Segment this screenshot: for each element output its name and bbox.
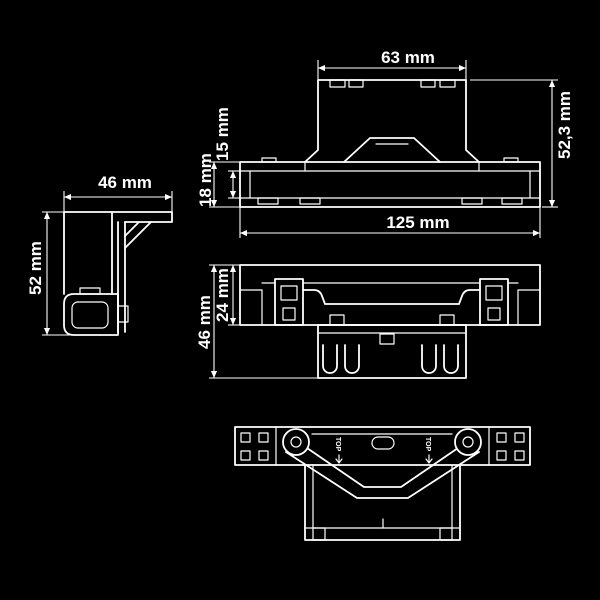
dim-length: 125 mm [239,207,541,238]
front-clip-latch [282,307,296,321]
bottom-frame-hole [496,450,507,461]
side-clip-screw [117,305,129,323]
side-bracket [124,221,152,249]
dim-front-total-depth-label: 46 mm [195,295,214,349]
bottom-lower-body-outline [304,464,461,541]
dim-bridge-width-label: 63 mm [381,48,435,67]
front-clip-window [280,285,298,301]
bottom-frame-hole [258,432,269,443]
front-clip-latch [487,307,501,321]
front-terminal-post [421,344,437,374]
dim-side-width: 46 mm [63,173,173,212]
bridge-center-bump [343,137,441,163]
arrow-down-icon [425,454,433,464]
front-center-recess [302,289,481,305]
bridge-notch [329,79,346,88]
dim-total-height: 52,3 mm [470,79,574,208]
front-terminal-post [322,344,338,374]
bottom-frame-hole [514,432,525,443]
front-latch-tab [329,314,345,326]
pivot-right-hole [462,436,474,448]
dim-frame-height-label: 18 mm [196,153,215,207]
frame-clip [461,197,483,205]
front-view [239,264,541,379]
bottom-frame-hole [514,450,525,461]
bottom-lower-body-foot [312,527,326,541]
dim-front-total-depth: 46 mm [195,265,318,379]
frame-clip [501,197,523,205]
dim-front-frame-depth-label: 24 mm [213,268,232,322]
frame-top-tab [503,157,519,163]
front-frame-outline [239,264,541,326]
bottom-frame-hole [496,432,507,443]
front-terminal-post [443,344,459,374]
dim-bridge-width: 63 mm [317,48,467,80]
bridge-outline [304,79,480,163]
bridge-notch [348,79,364,88]
front-left-end-block [239,289,263,326]
center-slot [371,436,395,450]
front-clip-housing-left [274,278,304,326]
bottom-frame-hole [240,450,251,461]
frame-clip [257,197,279,205]
front-clip-window [485,285,503,301]
front-mechanism-center-tab [379,333,395,345]
bridge-notch [420,79,436,88]
bottom-lower-body-foot [439,527,453,541]
side-clip-inner [71,301,109,329]
dim-side-height: 52 mm [26,211,70,336]
pivot-left [282,428,310,456]
top-marking-right: TOP [424,437,431,452]
dim-frame-height: 18 mm [196,153,240,208]
dim-frame-inner-label: 15 mm [213,107,232,161]
dim-side-width-label: 46 mm [98,173,152,192]
front-mechanism-body [317,324,467,379]
top-view [239,79,541,208]
bottom-frame-hole [258,450,269,461]
side-view [63,211,173,336]
bottom-frame-hole [240,432,251,443]
dim-frame-inner: 15 mm [213,107,240,199]
side-clip-outline [63,293,119,336]
top-marking-left: TOP [334,437,341,452]
bridge-notch [439,79,456,88]
bottom-frame-outline [234,426,531,466]
rocker-arm-inner [306,447,459,488]
frame-outline [239,161,541,208]
pivot-left-hole [290,436,302,448]
rocker-arm-outer [285,451,480,499]
pivot-right [454,428,482,456]
arrow-down-icon [335,454,343,464]
dim-total-height-label: 52,3 mm [555,91,574,159]
front-clip-housing-right [479,278,509,326]
front-latch-tab [439,314,455,326]
bottom-view: TOP TOP [234,426,531,541]
front-terminal-post [344,344,360,374]
side-clip-tab [79,287,101,295]
dim-side-height-label: 52 mm [26,241,45,295]
frame-clip [299,197,321,205]
dim-length-label: 125 mm [386,213,449,232]
frame-top-tab [261,157,277,163]
front-right-end-block [517,289,541,326]
